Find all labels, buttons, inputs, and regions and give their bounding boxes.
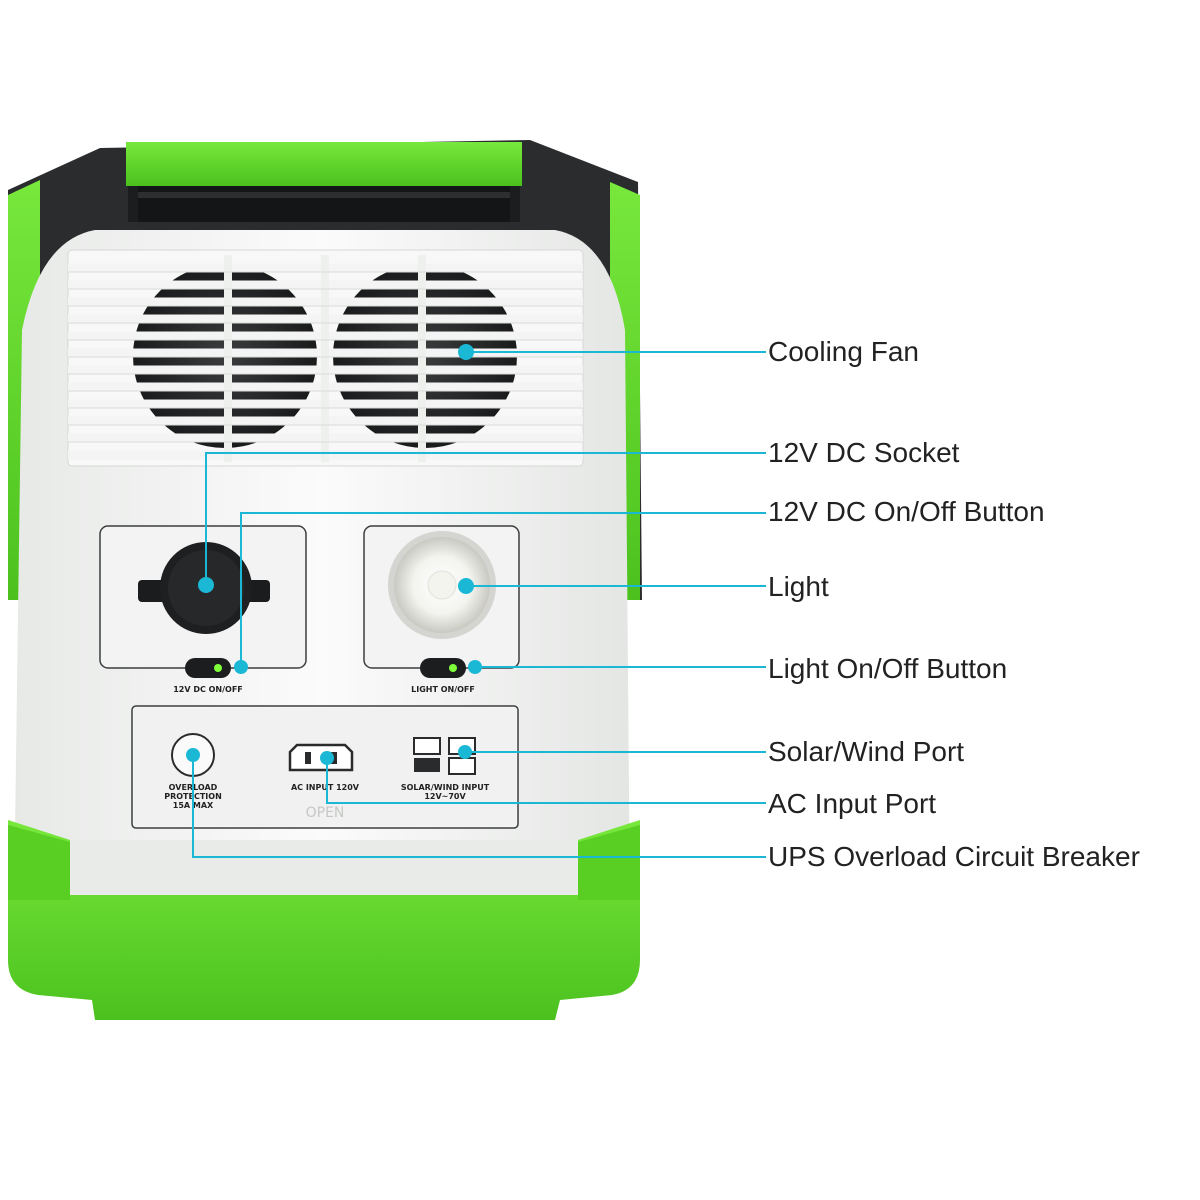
light-switch-label: LIGHT ON/OFF [411,685,475,694]
cover-open-mark: OPEN [306,805,345,821]
carry-handle[interactable] [126,142,522,222]
callout-solar-port: Solar/Wind Port [768,736,965,767]
callout-lines [192,351,766,858]
callout-cooling-fan: Cooling Fan [768,336,919,367]
callout-dot-ac-port [320,751,334,765]
dc-switch[interactable] [185,658,231,678]
grille-shadows [68,271,583,443]
solar-label-1: SOLAR/WIND INPUT [401,783,490,792]
callout-ac-port: AC Input Port [768,788,937,819]
solar-label-2: 12V~70V [424,792,466,801]
callout-dc-socket: 12V DC Socket [768,437,960,468]
callout-dot-solar-port [458,745,472,759]
callout-dot-dc-socket [198,577,214,593]
callout-light-button: Light On/Off Button [768,653,1008,684]
callout-ups-breaker: UPS Overload Circuit Breaker [768,841,1140,872]
callout-dc-button: 12V DC On/Off Button [768,496,1045,527]
solar-wind-port[interactable] [413,737,476,775]
callout-dot-dc-button [234,660,248,674]
callout-dot-light [458,578,474,594]
callout-dots [186,344,482,765]
callout-dot-cooling-fan [458,344,474,360]
lower-base [8,820,640,1020]
callout-light: Light [768,571,829,602]
callout-dot-breaker [186,748,200,762]
light-switch[interactable] [420,658,466,678]
led-light [388,531,496,639]
ac-input-label: AC INPUT 120V [291,783,360,792]
callout-dot-light-button [468,660,482,674]
dc-switch-label: 12V DC ON/OFF [173,685,243,694]
